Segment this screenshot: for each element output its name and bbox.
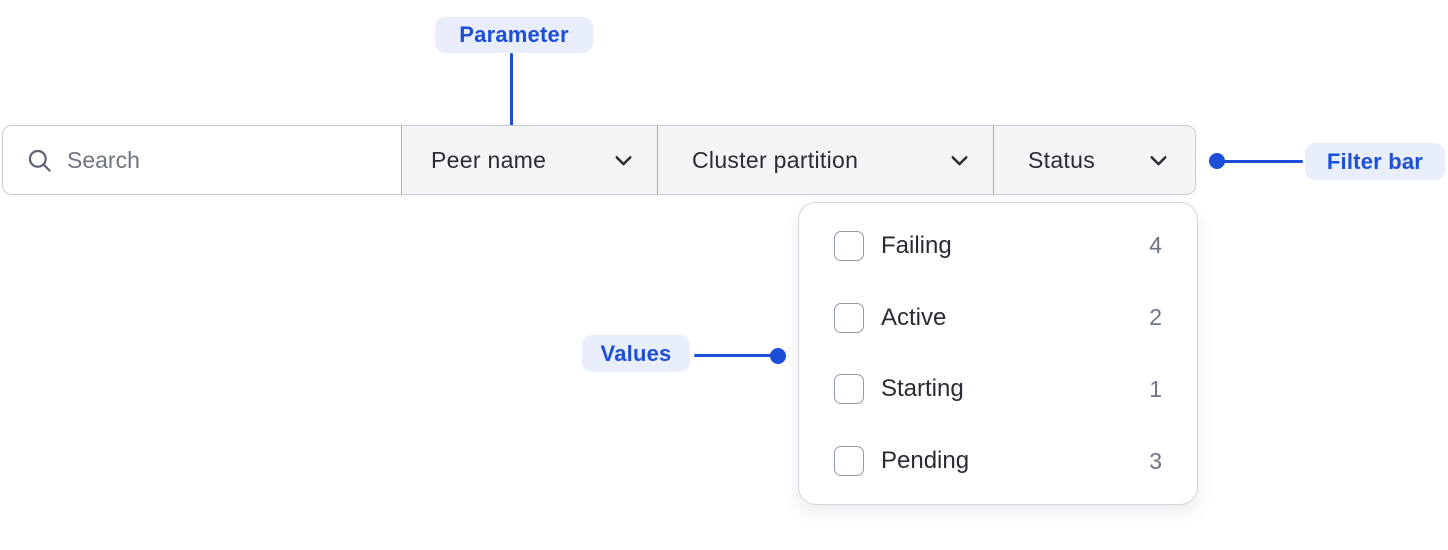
status-option-label: Pending — [881, 447, 970, 475]
status-option-count: 2 — [1149, 304, 1162, 331]
search-icon — [28, 149, 51, 172]
parameter-leader-line — [510, 53, 513, 135]
status-option-count: 3 — [1149, 447, 1162, 474]
status-option-active[interactable]: Active 2 — [799, 282, 1197, 354]
values-leader-line — [694, 354, 776, 357]
status-option-label: Active — [881, 303, 947, 331]
status-option-pending[interactable]: Pending 3 — [799, 425, 1197, 497]
dropdown-peer-name-label: Peer name — [431, 146, 547, 173]
status-option-count: 4 — [1149, 232, 1162, 259]
dropdown-peer-name[interactable]: Peer name — [401, 126, 657, 194]
search-box[interactable] — [3, 126, 401, 194]
status-option-label: Starting — [881, 375, 964, 403]
status-option-pending-checkbox[interactable] — [834, 446, 864, 477]
dropdown-cluster-partition-label: Cluster partition — [692, 146, 859, 173]
status-option-starting-checkbox[interactable] — [834, 374, 864, 405]
chevron-down-icon — [947, 148, 972, 173]
status-option-active-checkbox[interactable] — [834, 302, 864, 333]
search-input[interactable] — [67, 146, 383, 174]
status-option-count: 1 — [1149, 375, 1162, 402]
status-option-failing-checkbox[interactable] — [834, 230, 864, 261]
status-option-starting[interactable]: Starting 1 — [799, 354, 1197, 426]
dropdown-status-label: Status — [1028, 146, 1096, 173]
chevron-down-icon — [1146, 148, 1171, 173]
annotation-parameter-badge: Parameter — [435, 17, 593, 53]
filter-bar-leader-line — [1217, 160, 1303, 163]
status-option-label: Failing — [881, 231, 952, 259]
values-leader-dot — [770, 348, 786, 364]
status-option-failing[interactable]: Failing 4 — [799, 210, 1197, 282]
filter-bar: Peer name Cluster partition Status — [2, 125, 1196, 195]
chevron-down-icon — [611, 148, 636, 173]
status-dropdown-panel: Failing 4 Active 2 Starting 1 Pending 3 — [798, 202, 1198, 505]
dropdown-cluster-partition[interactable]: Cluster partition — [657, 126, 993, 194]
annotation-filter-bar-badge: Filter bar — [1305, 143, 1445, 180]
dropdown-status[interactable]: Status — [993, 126, 1195, 194]
annotation-values-badge: Values — [582, 335, 690, 372]
